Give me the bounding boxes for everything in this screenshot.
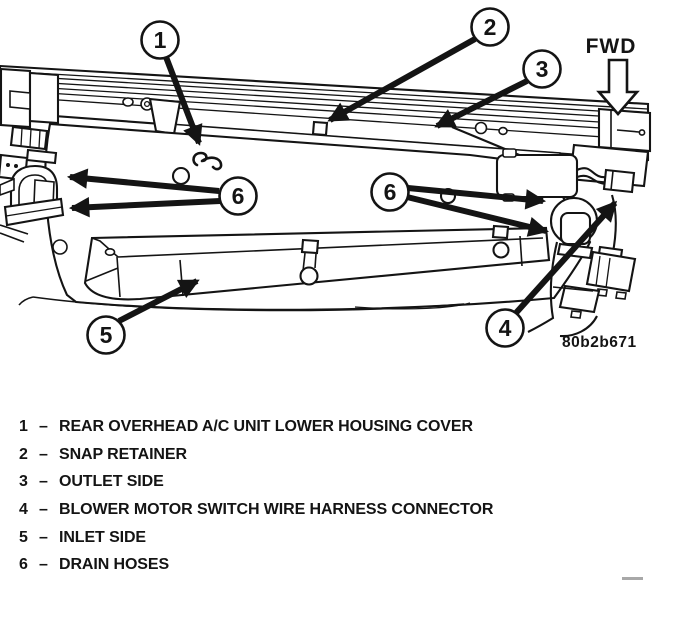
left-drain-hoses	[0, 125, 65, 243]
callout-6-left-number: 6	[232, 183, 245, 209]
legend-number: 6	[19, 556, 28, 574]
legend: 1 – REAR OVERHEAD A/C UNIT LOWER HOUSING…	[19, 418, 639, 585]
inlet-grille	[18, 224, 551, 312]
legend-label: INLET SIDE	[59, 528, 147, 546]
legend-separator: –	[39, 528, 48, 546]
legend-label: DRAIN HOSES	[59, 556, 170, 574]
page-divider-mark	[622, 577, 643, 580]
callout-6-right-arrow-upper	[407, 185, 547, 210]
callout-6-left: 6	[66, 168, 258, 218]
housing-left-tab	[52, 239, 68, 255]
callout-4-number: 4	[499, 315, 512, 341]
legend-item-6: 6 – DRAIN HOSES	[19, 557, 639, 574]
callout-6-right-number: 6	[384, 179, 397, 205]
callout-1-number: 1	[154, 27, 167, 53]
callout-3-arrow	[434, 78, 529, 129]
callout-4: 4	[485, 200, 618, 348]
callout-3-number: 3	[536, 56, 549, 82]
fwd-label: FWD	[586, 35, 637, 58]
callouts: 1 2 3 6 6	[66, 7, 618, 355]
legend-number: 1	[19, 418, 28, 435]
callout-6-right-circle	[370, 172, 410, 212]
legend-item-1: 1 – REAR OVERHEAD A/C UNIT LOWER HOUSING…	[19, 418, 639, 436]
legend-separator: –	[39, 418, 48, 435]
rail-left-end	[0, 67, 60, 129]
legend-item-5: 5 – INLET SIDE	[19, 528, 639, 547]
callout-4-circle	[485, 308, 525, 348]
housing-hole-left	[171, 166, 191, 186]
headliner-edge-corner	[18, 296, 34, 306]
callout-2-arrow	[327, 36, 477, 123]
legend-number: 5	[19, 528, 28, 546]
rail-mount-tab	[148, 97, 182, 136]
callout-6-left-arrow-lower	[68, 196, 221, 218]
technical-diagram: FWD 1 2 3 6	[0, 7, 652, 355]
legend-label: BLOWER MOTOR SWITCH WIRE HARNESS CONNECT…	[59, 501, 494, 519]
callout-3: 3	[434, 49, 562, 129]
callout-5: 5	[86, 278, 200, 355]
legend-item-2: 2 – SNAP RETAINER	[19, 445, 639, 464]
legend-separator: –	[39, 445, 48, 463]
snap-retainer	[311, 120, 329, 137]
legend-item-3: 3 – OUTLET SIDE	[19, 474, 639, 491]
callout-6-right-arrow-lower	[406, 194, 549, 237]
harness-wire	[576, 167, 608, 179]
figure-code: 80b2b671	[562, 334, 637, 351]
callout-5-arrow	[117, 278, 200, 324]
headliner-edge-line	[32, 296, 465, 312]
legend-label: REAR OVERHEAD A/C UNIT LOWER HOUSING COV…	[59, 418, 473, 435]
fwd-arrow-icon	[596, 58, 640, 116]
callout-4-arrow	[512, 200, 618, 317]
callout-2-circle	[470, 7, 510, 47]
right-drain-hoses	[527, 194, 637, 338]
callout-1-circle	[140, 20, 180, 60]
callout-5-number: 5	[100, 322, 113, 348]
callout-3-circle	[522, 49, 562, 89]
legend-separator: –	[39, 473, 48, 491]
callout-1: 1	[140, 20, 203, 146]
legend-number: 3	[19, 473, 28, 491]
rail-hatch-lines	[0, 70, 649, 141]
callout-2-number: 2	[484, 14, 497, 40]
callout-6-left-circle	[218, 176, 258, 216]
blower-switch-box	[495, 153, 579, 199]
callout-5-circle	[86, 315, 126, 355]
grille-right-clip	[491, 224, 510, 259]
legend-number: 4	[19, 501, 28, 519]
callout-6-left-arrow-upper	[66, 168, 220, 194]
legend-item-4: 4 – BLOWER MOTOR SWITCH WIRE HARNESS CON…	[19, 502, 639, 519]
legend-number: 2	[19, 445, 28, 463]
legend-label: SNAP RETAINER	[59, 445, 187, 463]
wire-harness-connector	[602, 168, 636, 194]
callout-1-arrow	[163, 55, 203, 146]
fwd-indicator: FWD	[586, 35, 640, 116]
grille-center-clip	[299, 238, 320, 286]
callout-6-right: 6	[370, 172, 549, 237]
headliner-edge-line-2	[354, 302, 471, 310]
legend-separator: –	[39, 556, 48, 574]
callout-2: 2	[327, 7, 510, 123]
snap-retainer-clip	[192, 151, 223, 171]
legend-label: OUTLET SIDE	[59, 473, 164, 491]
legend-separator: –	[39, 501, 48, 519]
